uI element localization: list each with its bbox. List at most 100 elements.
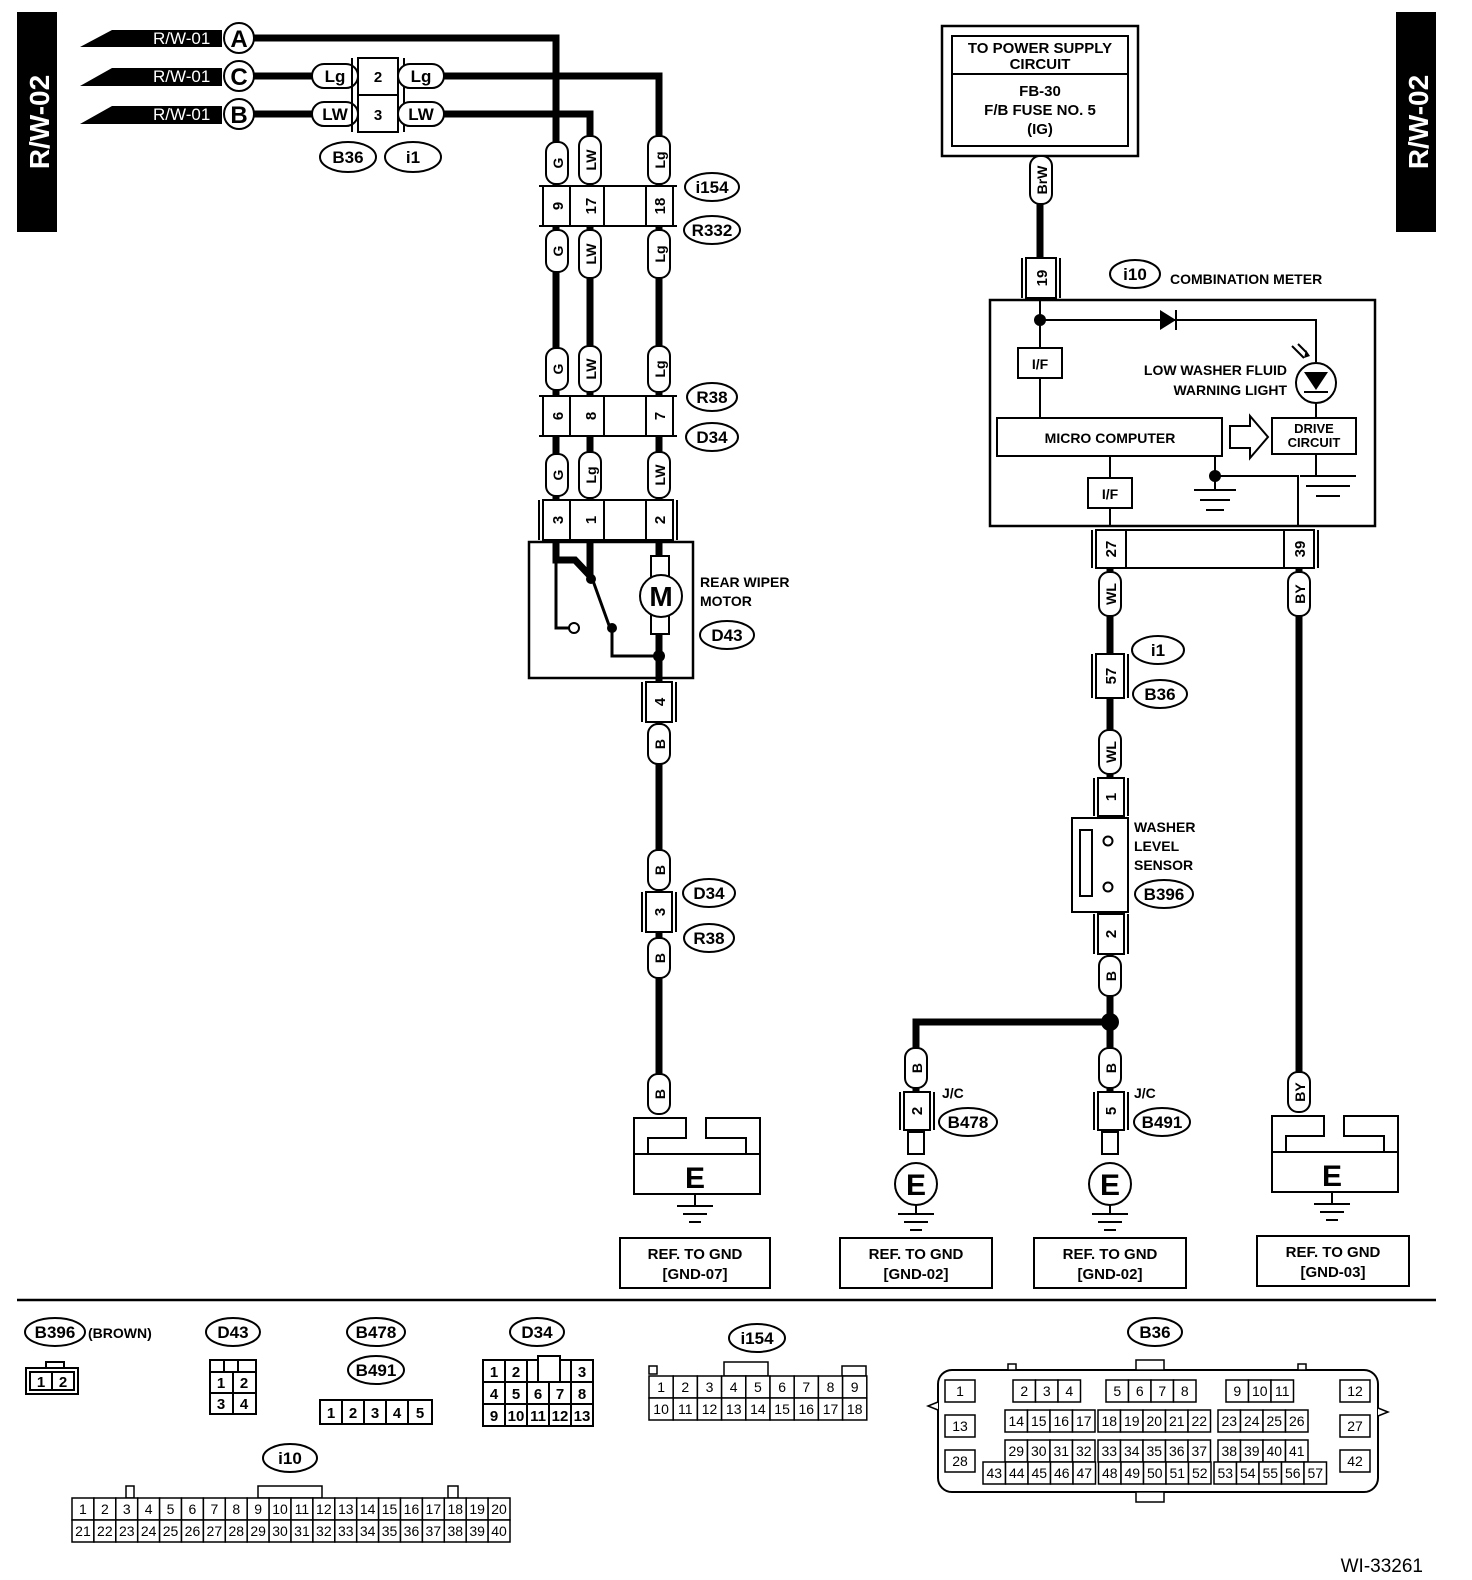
pin-number: 27 <box>207 1523 223 1539</box>
pin-number: 18 <box>447 1501 463 1517</box>
pin-number: 38 <box>447 1523 463 1539</box>
svg-text:2: 2 <box>374 69 382 86</box>
svg-text:B: B <box>1103 971 1119 981</box>
svg-text:3: 3 <box>578 1364 586 1381</box>
svg-text:LW: LW <box>652 464 668 486</box>
pin-number: 25 <box>1266 1413 1282 1429</box>
svg-text:1: 1 <box>583 516 600 524</box>
pin-number: 37 <box>426 1523 442 1539</box>
pin-cell <box>1071 1409 1096 1433</box>
svg-text:2: 2 <box>909 1107 926 1115</box>
svg-text:LW: LW <box>583 358 599 380</box>
pin-cell <box>1339 1379 1371 1403</box>
pin-number: 34 <box>1124 1443 1140 1459</box>
ground-ref-gnd02-b: REF. TO GND [GND-02] <box>1033 1237 1187 1289</box>
pin-number: 10 <box>272 1501 288 1517</box>
svg-text:B: B <box>652 1089 668 1099</box>
svg-text:E: E <box>685 1162 705 1195</box>
svg-text:17: 17 <box>583 198 600 215</box>
svg-text:(IG): (IG) <box>1027 121 1053 138</box>
pin-number: 4 <box>145 1501 153 1517</box>
pin-number: 17 <box>1076 1413 1092 1429</box>
pin-number: 13 <box>338 1501 354 1517</box>
jc-b491: B 5 J/C B491 E <box>1088 1047 1191 1231</box>
svg-text:G: G <box>550 469 566 480</box>
pin-number: 6 <box>1136 1383 1144 1399</box>
svg-text:[GND-03]: [GND-03] <box>1300 1264 1365 1281</box>
pin-number: 16 <box>404 1501 420 1517</box>
pin-number: 9 <box>851 1379 859 1395</box>
svg-text:[GND-02]: [GND-02] <box>1077 1266 1142 1283</box>
svg-text:2: 2 <box>240 1375 248 1392</box>
wire-tags-right: WL BY <box>1098 571 1311 617</box>
pin-cell <box>1339 1414 1371 1438</box>
ground-ref-gnd03: REF. TO GND [GND-03] <box>1256 1235 1410 1287</box>
pin-cell <box>944 1379 976 1403</box>
side-tag-right: R/W-02 <box>1396 12 1436 232</box>
pin-number: 30 <box>272 1523 288 1539</box>
pin-number: 3 <box>123 1501 131 1517</box>
pin-cell <box>1270 1379 1295 1403</box>
svg-text:B478: B478 <box>948 1113 989 1132</box>
motor-ground-connector: 4 B <box>641 681 677 765</box>
pin-cell <box>944 1414 976 1438</box>
svg-text:Lg: Lg <box>652 360 668 377</box>
svg-text:LOW WASHER FLUID: LOW WASHER FLUID <box>1144 362 1287 378</box>
svg-text:2: 2 <box>349 1405 357 1422</box>
figure-id: WI-33261 <box>1341 1556 1423 1577</box>
svg-text:LW: LW <box>583 149 599 171</box>
svg-text:R/W-01: R/W-01 <box>153 105 210 124</box>
svg-text:B: B <box>1103 1063 1119 1073</box>
svg-text:3: 3 <box>374 107 382 124</box>
pin-number: 5 <box>167 1501 175 1517</box>
pin-number: 21 <box>1169 1413 1185 1429</box>
pin-cell <box>1339 1449 1371 1473</box>
pin-number: 3 <box>1043 1383 1051 1399</box>
svg-text:MOTOR: MOTOR <box>700 593 752 609</box>
svg-text:7: 7 <box>652 412 669 420</box>
svg-text:BrW: BrW <box>1034 165 1050 195</box>
pin-cell <box>487 1519 511 1543</box>
svg-text:10: 10 <box>508 1408 525 1425</box>
pin-cell <box>944 1449 976 1473</box>
pin-number: 39 <box>469 1523 485 1539</box>
pin-number: 40 <box>1266 1443 1282 1459</box>
svg-text:11: 11 <box>530 1408 546 1425</box>
pin-number: 6 <box>778 1379 786 1395</box>
pin-number: 39 <box>1244 1443 1260 1459</box>
pin-number: 48 <box>1102 1465 1118 1481</box>
svg-text:C: C <box>230 64 247 91</box>
connector-b36-i1: Lg LW 2 3 Lg LW B36 i1 <box>311 57 445 173</box>
pin-number: 41 <box>1289 1443 1305 1459</box>
svg-text:WL: WL <box>1103 583 1119 605</box>
pin-number: 2 <box>681 1379 689 1395</box>
svg-text:WASHER: WASHER <box>1134 819 1195 835</box>
svg-text:12: 12 <box>552 1408 569 1425</box>
lock-tab <box>841 1365 867 1377</box>
pin-number: 49 <box>1124 1465 1140 1481</box>
svg-text:B: B <box>652 953 668 963</box>
pin-number: 23 <box>1221 1413 1237 1429</box>
pin-number: 15 <box>1031 1413 1047 1429</box>
pin-number: 56 <box>1285 1465 1301 1481</box>
ground-ref-gnd07: REF. TO GND [GND-07] <box>619 1237 771 1289</box>
pin-number: 28 <box>952 1453 968 1469</box>
svg-text:18: 18 <box>652 198 669 215</box>
svg-text:D43: D43 <box>217 1323 248 1342</box>
svg-text:5: 5 <box>416 1405 424 1422</box>
legend-d34: D34 1 2 3 4 5 6 7 8 9 10 11 12 13 <box>482 1317 594 1427</box>
svg-text:B396: B396 <box>35 1323 76 1342</box>
pin-number: 5 <box>1113 1383 1121 1399</box>
lock-tab <box>257 1485 323 1499</box>
pin-number: 42 <box>1347 1453 1363 1469</box>
svg-text:CIRCUIT: CIRCUIT <box>1010 56 1071 73</box>
svg-text:57: 57 <box>1103 668 1120 685</box>
svg-text:R/W-01: R/W-01 <box>153 29 210 48</box>
pin-number: 51 <box>1169 1465 1185 1481</box>
pin-number: 28 <box>228 1523 244 1539</box>
pin-number: 5 <box>754 1379 762 1395</box>
svg-text:Lg: Lg <box>583 466 599 483</box>
svg-text:Lg: Lg <box>411 67 432 86</box>
